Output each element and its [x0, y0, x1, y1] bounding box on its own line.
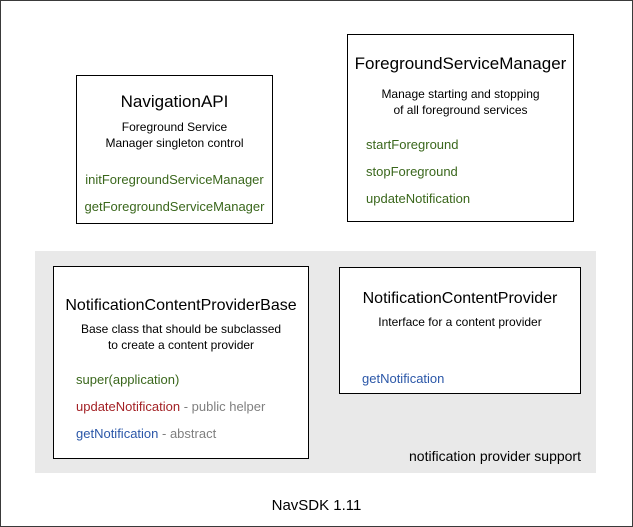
class-title-foreground-service-manager: ForegroundServiceManager: [354, 54, 567, 73]
class-title-notification-content-provider: NotificationContentProvider: [362, 290, 558, 307]
class-box-navigation-api: NavigationAPI Foreground Service Manager…: [76, 75, 273, 224]
method-get-notification-label: getNotification: [76, 426, 159, 441]
class-description-notification-content-provider: Interface for a content provider: [378, 315, 542, 329]
method-init-foreground-service-manager: initForegroundServiceManager: [85, 172, 264, 187]
method-super-application: super(application): [76, 371, 308, 389]
method-list-notification-content-provider: getNotification: [340, 370, 580, 388]
diagram-caption-navsdk-version: NavSDK 1.11: [271, 497, 362, 514]
method-list-foreground-service-manager: startForeground stopForeground updateNot…: [348, 136, 573, 208]
method-get-notification-interface: getNotification: [362, 371, 445, 386]
method-update-notification-base: updateNotification - public helper: [76, 398, 308, 416]
method-super-application-label: super(application): [76, 372, 180, 387]
method-get-foreground-service-manager: getForegroundServiceManager: [84, 199, 265, 214]
class-description-navigation-api: Foreground Service Manager singleton con…: [105, 120, 244, 150]
method-list-navigation-api: initForegroundServiceManager getForegrou…: [77, 171, 272, 216]
class-box-notification-content-provider: NotificationContentProvider Interface fo…: [339, 267, 581, 394]
class-title-navigation-api: NavigationAPI: [120, 92, 229, 111]
method-update-notification-label: updateNotification: [76, 399, 181, 414]
class-box-notification-content-provider-base: NotificationContentProviderBase Base cla…: [53, 266, 309, 459]
method-stop-foreground: stopForeground: [366, 164, 458, 179]
method-start-foreground: startForeground: [366, 137, 459, 152]
method-list-notification-content-provider-base: super(application) updateNotification - …: [54, 371, 308, 443]
class-title-notification-content-provider-base: NotificationContentProviderBase: [65, 297, 297, 314]
method-update-notification-annotation: - public helper: [180, 399, 266, 414]
class-box-foreground-service-manager: ForegroundServiceManager Manage starting…: [347, 34, 574, 222]
class-description-foreground-service-manager: Manage starting and stopping of all fore…: [381, 87, 540, 117]
method-get-notification-annotation: - abstract: [158, 426, 217, 441]
method-update-notification: updateNotification: [366, 191, 471, 206]
method-get-notification-base: getNotification - abstract: [76, 425, 308, 443]
class-description-notification-content-provider-base: Base class that should be subclassed to …: [80, 322, 282, 352]
group-label-notification-provider-support: notification provider support: [409, 448, 581, 464]
